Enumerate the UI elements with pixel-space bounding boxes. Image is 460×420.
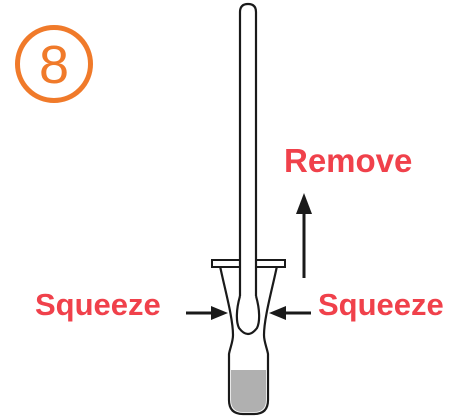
extraction-tube <box>218 265 279 416</box>
arrow-up-icon <box>296 193 312 278</box>
step-number: 8 <box>38 35 70 95</box>
swab-head <box>235 295 261 336</box>
squeeze-left-label: Squeeze <box>35 287 161 322</box>
arrow-right-icon <box>186 306 228 320</box>
squeeze-right-label: Squeeze <box>318 287 444 322</box>
step-badge: 8 <box>15 25 93 103</box>
arrow-left-icon <box>269 306 311 320</box>
swab-stick <box>238 2 258 302</box>
remove-label: Remove <box>284 142 413 179</box>
tube-liquid <box>231 370 266 412</box>
